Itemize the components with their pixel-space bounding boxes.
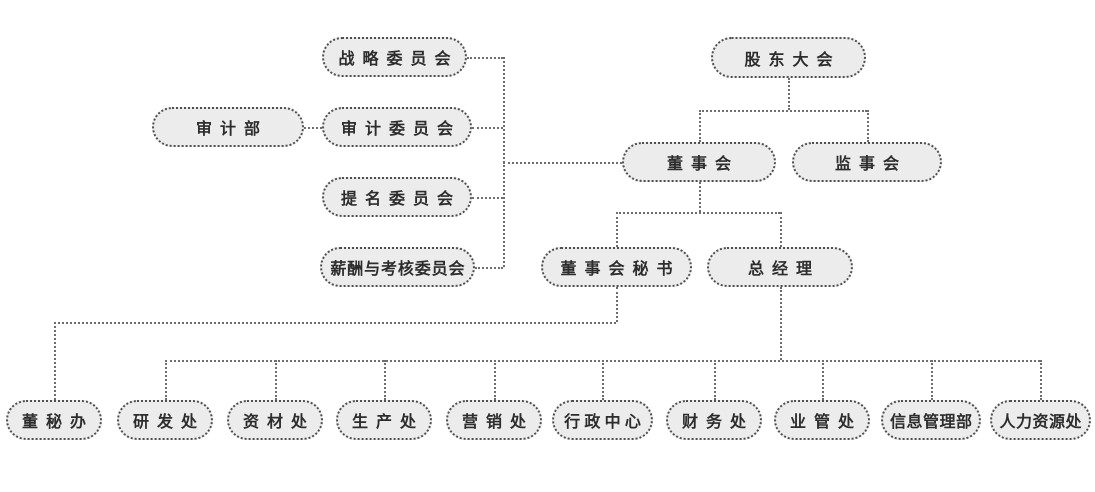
connector-segment (304, 127, 322, 129)
connector-segment (822, 360, 824, 400)
connector-segment (714, 360, 716, 400)
connector-segment (699, 182, 701, 212)
connector-segment (472, 197, 503, 199)
connector-segment (472, 127, 503, 129)
connector-segment (503, 162, 622, 164)
org-node-nomination-committee: 提名委员会 (322, 177, 472, 217)
org-node-materials-division: 资材处 (227, 400, 323, 440)
org-node-shareholders-meeting: 股东大会 (711, 37, 866, 78)
org-node-marketing-division: 营销处 (446, 400, 542, 440)
connector-segment (780, 287, 782, 360)
connector-segment (699, 110, 701, 142)
org-node-supervisory-board: 监事会 (792, 142, 942, 182)
org-node-general-manager: 总经理 (707, 247, 853, 287)
connector-segment (475, 267, 503, 269)
connector-segment (616, 287, 618, 322)
connector-segment (699, 110, 867, 112)
org-node-strategy-committee: 战略委员会 (322, 37, 467, 77)
org-node-audit-committee: 审计委员会 (322, 107, 472, 147)
org-node-rd-division: 研发处 (117, 400, 213, 440)
connector-segment (931, 360, 933, 400)
connector-segment (616, 212, 618, 247)
connector-segment (467, 57, 503, 59)
org-node-finance-division: 财务处 (666, 400, 762, 440)
org-node-human-resources-division: 人力资源处 (990, 400, 1091, 440)
org-node-audit-department: 审计部 (152, 107, 304, 147)
org-node-board-of-directors: 董事会 (622, 142, 776, 182)
org-node-board-secretary-office: 董秘办 (6, 400, 102, 440)
connector-segment (54, 322, 616, 324)
org-node-board-secretary: 董事会秘书 (541, 247, 692, 287)
connector-segment (616, 212, 780, 214)
connector-segment (165, 360, 167, 400)
connector-segment (494, 360, 496, 400)
connector-segment (384, 360, 386, 400)
connector-segment (867, 110, 869, 142)
connector-segment (1040, 360, 1042, 400)
connector-segment (602, 360, 604, 400)
org-node-business-management-division: 业管处 (774, 400, 870, 440)
org-node-remuneration-assessment-committee: 薪酬与考核委员会 (320, 247, 475, 287)
connector-segment (275, 360, 277, 400)
org-node-production-division: 生产处 (336, 400, 432, 440)
connector-segment (780, 212, 782, 247)
org-node-information-management-department: 信息管理部 (881, 400, 981, 440)
org-node-administrative-center: 行政中心 (552, 400, 653, 440)
connector-segment (54, 322, 56, 400)
connector-segment (788, 78, 790, 110)
